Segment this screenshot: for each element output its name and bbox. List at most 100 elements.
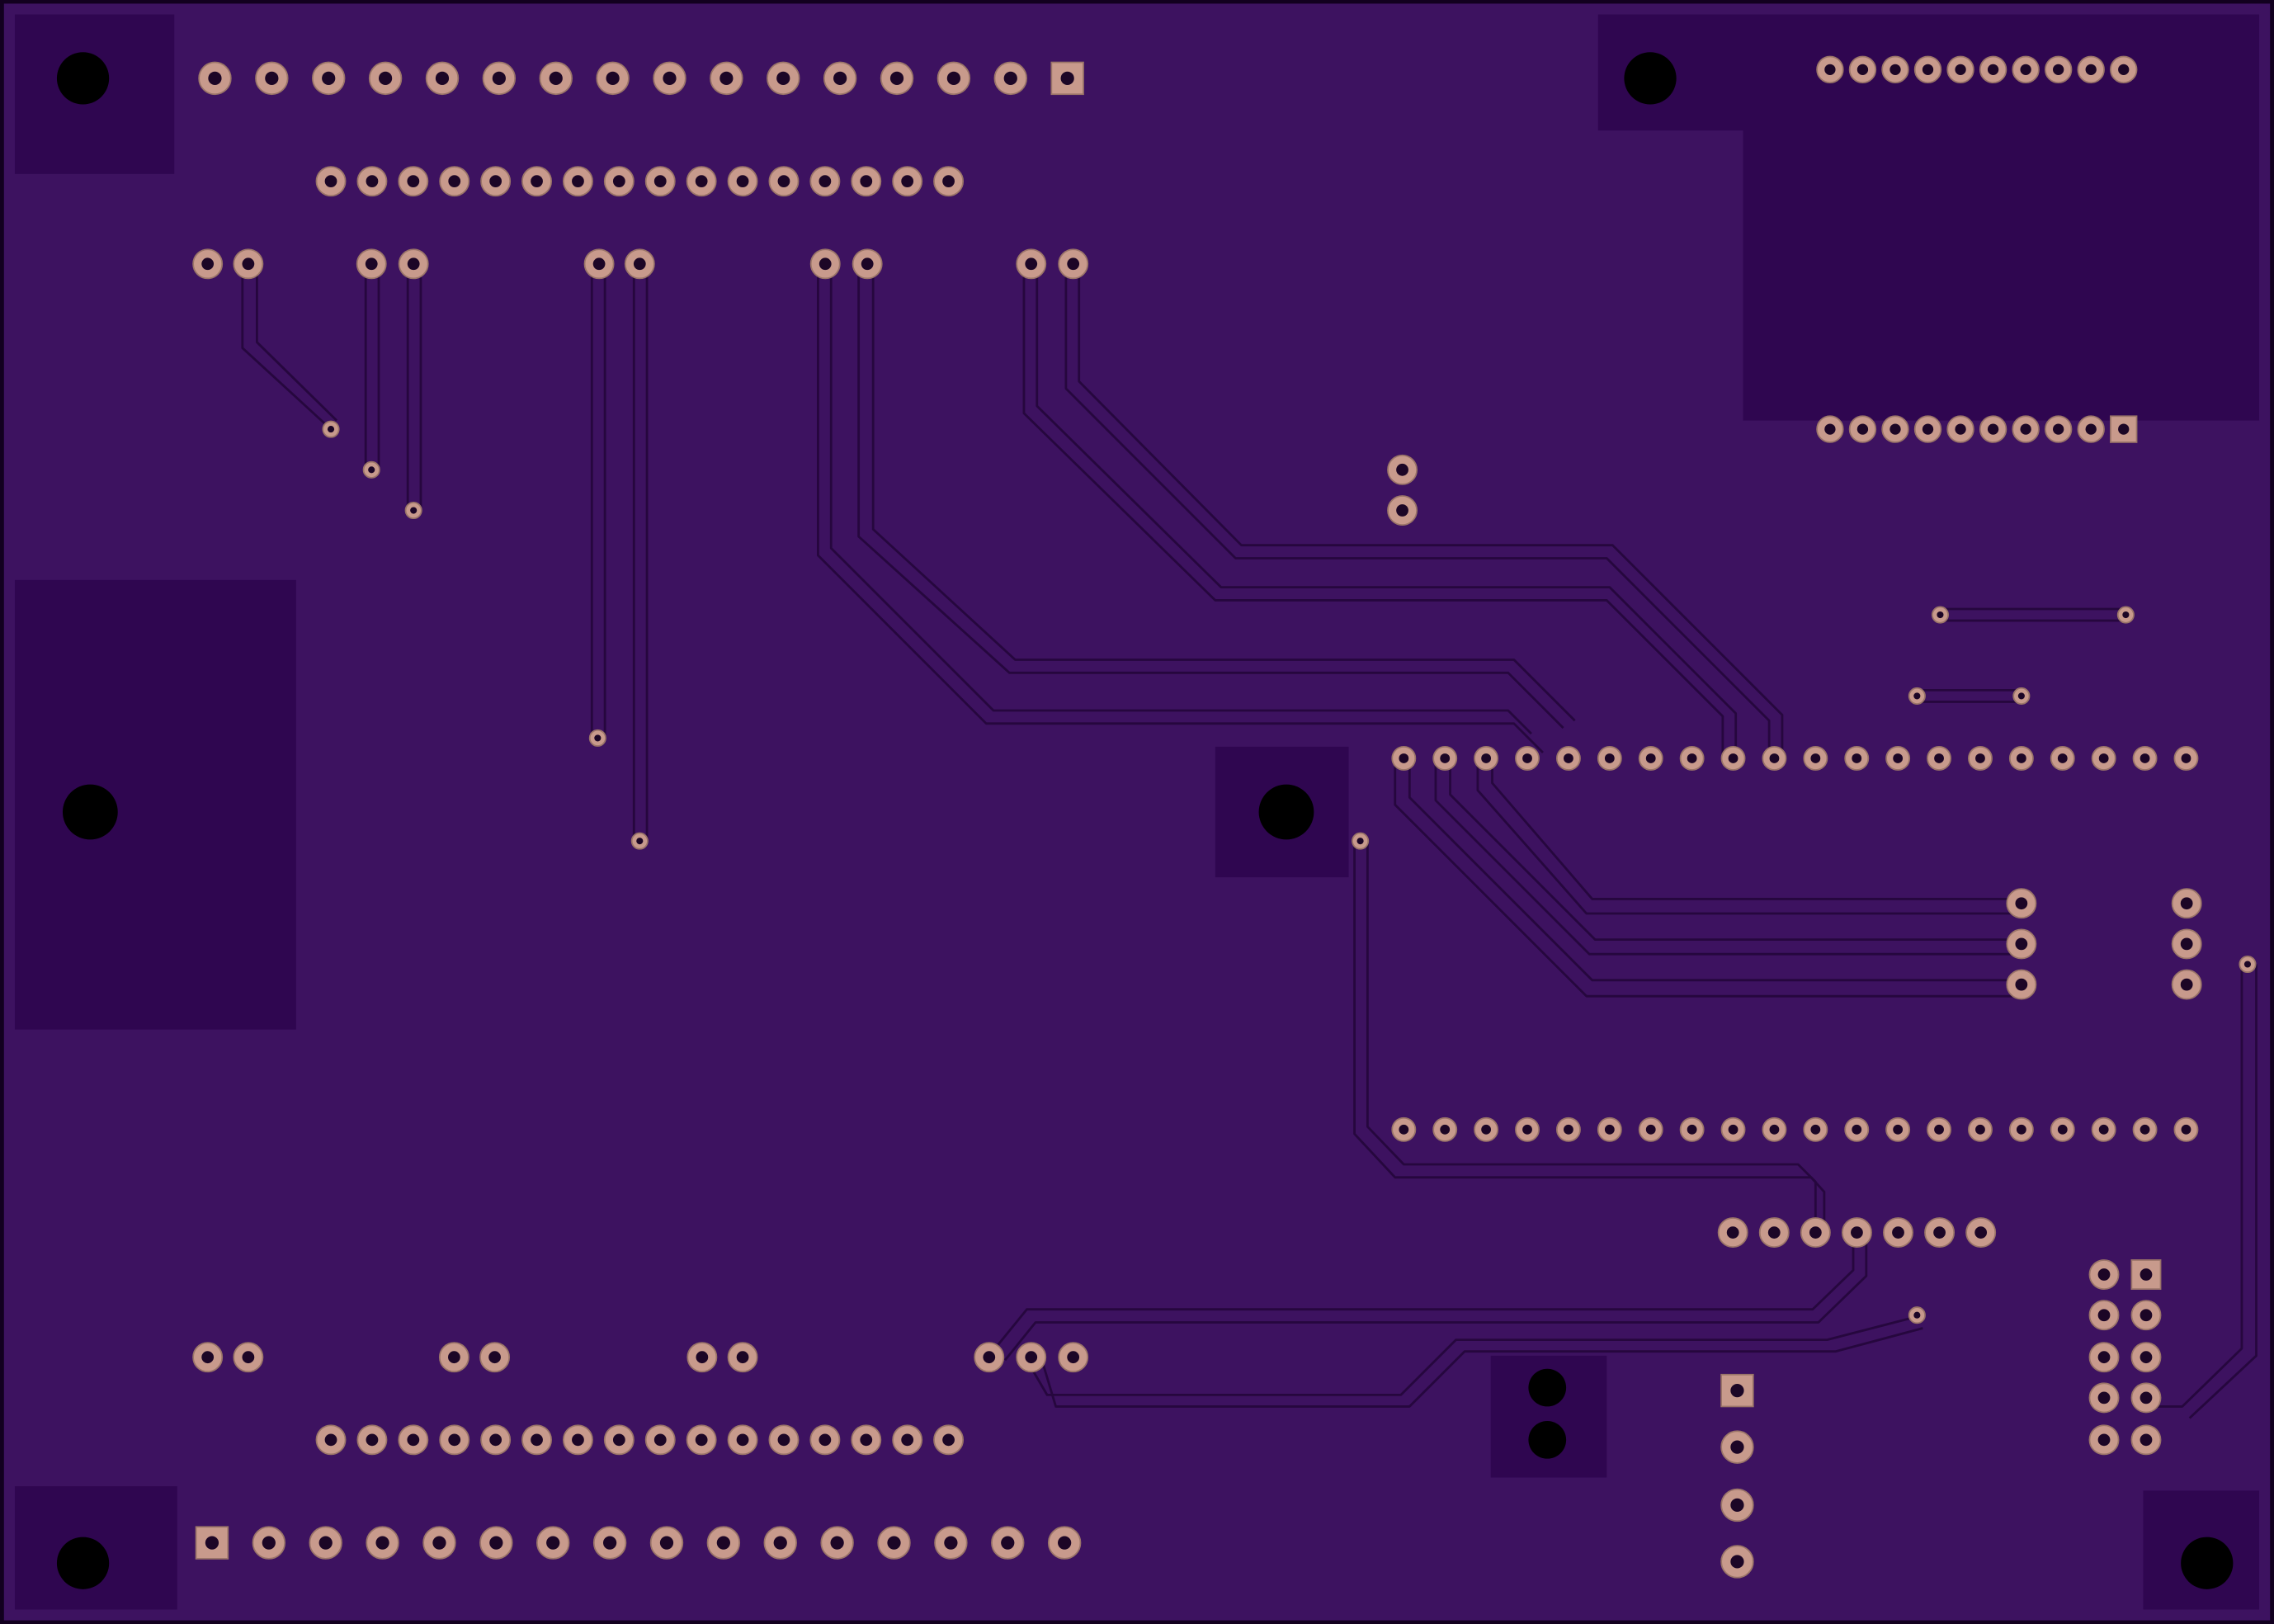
copper-trace <box>1078 263 1784 754</box>
header-2x5-pin <box>2088 1300 2120 1331</box>
ic-pin <box>851 1424 882 1456</box>
connector-pin <box>1720 1488 1754 1522</box>
mounting-hole <box>62 784 118 840</box>
copper-trace <box>1476 758 2022 915</box>
header-pin <box>934 1526 968 1560</box>
pad-pair <box>233 248 264 280</box>
header-pin <box>1800 1217 1831 1249</box>
copper-zone <box>14 579 296 1030</box>
dip-pin <box>1638 1116 1663 1142</box>
header-pin <box>309 1526 342 1560</box>
connector-pin <box>2012 55 2040 84</box>
dip-pin <box>1803 746 1828 771</box>
copper-trace <box>871 263 1576 722</box>
connector-pin <box>2077 55 2105 84</box>
ic-pin <box>398 1424 429 1456</box>
dip-pin <box>1844 1116 1870 1142</box>
header-pin <box>877 1526 911 1560</box>
header-2x5-pin <box>2130 1342 2162 1373</box>
header-pin <box>425 61 460 96</box>
copper-traces <box>241 263 2257 1419</box>
ic-pin <box>603 1424 635 1456</box>
ic-pin <box>562 1424 593 1456</box>
connector-pin <box>1720 1373 1754 1408</box>
header-pin <box>710 61 743 96</box>
copper-trace <box>1026 1315 1918 1396</box>
copper-trace <box>256 263 338 422</box>
via <box>588 729 606 747</box>
pad-pair <box>686 1342 718 1373</box>
copper-trace <box>1064 263 1771 754</box>
via <box>1931 606 1949 624</box>
dip-pin <box>2173 746 2199 771</box>
ic-pin <box>892 1424 923 1456</box>
ic-pin <box>398 166 429 197</box>
connector-pin <box>1720 1545 1754 1579</box>
header-pin <box>422 1526 456 1560</box>
ic-pin <box>933 166 965 197</box>
header-pin <box>479 1526 513 1560</box>
dip-pin <box>2050 1116 2075 1142</box>
copper-trace <box>1037 1327 1923 1408</box>
connector-pin <box>2110 55 2138 84</box>
dip-pin <box>1597 746 1622 771</box>
pad-triplet <box>974 1342 1005 1373</box>
header-pin <box>195 1526 229 1560</box>
dip-pin <box>2173 1116 2199 1142</box>
pad-pair <box>727 1342 758 1373</box>
via <box>2116 606 2135 624</box>
connector-pin <box>1979 415 2007 443</box>
dip-pin <box>1720 1116 1746 1142</box>
dip-pin <box>1391 1116 1417 1142</box>
pad-triplet <box>2006 969 2037 1000</box>
mounting-holes <box>56 52 2234 1589</box>
ic-pin <box>851 166 882 197</box>
pad-pair <box>1016 248 1047 280</box>
connector-pin <box>1816 55 1844 84</box>
header-pin <box>1758 1217 1790 1249</box>
ic-pin <box>603 166 635 197</box>
dip-pin <box>1927 1116 1951 1142</box>
connector-pin <box>2044 415 2073 443</box>
dip-pin <box>2091 1116 2116 1142</box>
connector-pin <box>2044 55 2073 84</box>
dip-pin <box>1885 1116 1911 1142</box>
ic-pin <box>727 1424 758 1456</box>
copper-trace <box>1394 758 2022 998</box>
connector-pin <box>2110 415 2138 443</box>
via <box>630 832 649 850</box>
header-pin <box>252 1526 286 1560</box>
header-pin <box>936 61 971 96</box>
dip-pin <box>2132 1116 2158 1142</box>
ic-pin <box>768 1424 800 1456</box>
ic-pin <box>356 166 388 197</box>
ic-pin <box>686 166 717 197</box>
dip-pin <box>1679 746 1705 771</box>
dip-pin <box>1391 746 1417 771</box>
ic-pin <box>727 166 758 197</box>
dip-pin <box>1555 1116 1581 1142</box>
dip-pin <box>2050 746 2075 771</box>
header-pin <box>767 61 800 96</box>
mounting-hole <box>1528 1421 1567 1459</box>
mounting-hole <box>1258 784 1314 840</box>
header-pin <box>1047 1526 1082 1560</box>
header-pin <box>366 1526 399 1560</box>
via <box>1908 687 1926 705</box>
ic-pin <box>480 1424 512 1456</box>
header-pin <box>991 1526 1025 1560</box>
connector-pin <box>1881 55 1909 84</box>
mounting-hole <box>1624 52 1677 105</box>
copper-trace <box>1366 841 1817 1233</box>
header-pin <box>1717 1217 1748 1249</box>
copper-trace <box>1408 758 2013 982</box>
header-pin <box>823 61 857 96</box>
connector-pin <box>1913 55 1942 84</box>
copper-trace <box>1036 263 1738 754</box>
copper-trace <box>1491 758 2013 900</box>
mounting-hole <box>1528 1368 1567 1407</box>
ic-pin <box>439 166 470 197</box>
pad-pair <box>192 1342 224 1373</box>
header-pin <box>706 1526 741 1560</box>
dip-pin <box>1515 746 1540 771</box>
